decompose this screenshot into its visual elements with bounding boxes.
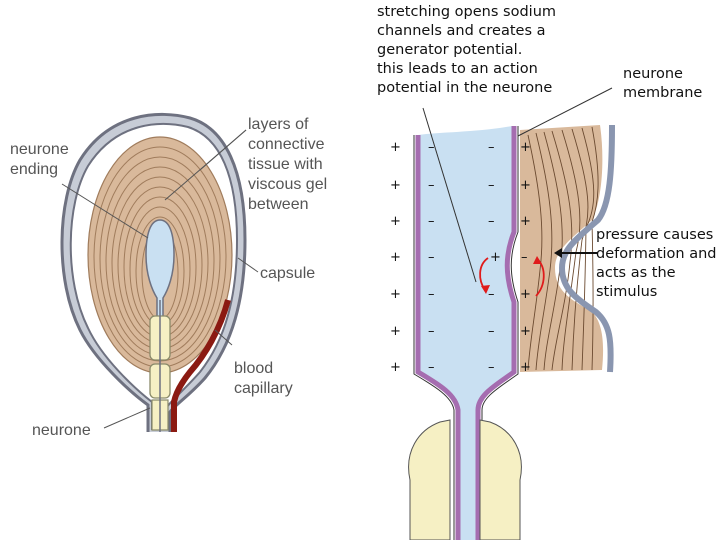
label-layers: layers of connective tissue with viscous… bbox=[248, 115, 327, 215]
membrane-left bbox=[415, 135, 461, 540]
charge-outer-right-7: + bbox=[520, 360, 531, 375]
label-stretching-line5: potential in the neurone bbox=[377, 80, 553, 96]
label-stretching-line3: generator potential. bbox=[377, 42, 523, 58]
tissue-lines bbox=[527, 126, 599, 371]
charge-outer-right-2: + bbox=[520, 178, 531, 193]
label-blood-capillary-line1: blood bbox=[234, 360, 274, 377]
label-pressure-line1: pressure causes bbox=[596, 227, 714, 243]
label-pressure: pressure causes deformation and acts as … bbox=[596, 226, 716, 302]
charge-inner-left-2: – bbox=[428, 178, 435, 193]
left-leader-lines bbox=[61, 129, 259, 429]
label-neurone-ending-line1: neurone bbox=[10, 141, 69, 158]
label-neurone-ending: neurone ending bbox=[10, 140, 69, 180]
charge-inner-right-2: – bbox=[488, 178, 495, 193]
charge-outer-3: + bbox=[390, 214, 401, 229]
charge-inner-left-7: – bbox=[428, 360, 435, 375]
charge-inner-right-5: – bbox=[488, 287, 495, 302]
label-blood-capillary-line2: capillary bbox=[234, 380, 293, 397]
charge-inner-right-6: – bbox=[488, 324, 495, 339]
label-layers-line3: tissue with bbox=[248, 156, 323, 173]
charge-inner-right-3: – bbox=[488, 214, 495, 229]
membrane-left-outline bbox=[413, 135, 455, 540]
label-layers-line2: connective bbox=[248, 136, 325, 153]
charge-outer-right-4: – bbox=[521, 250, 528, 265]
capsule-edge bbox=[558, 124, 615, 373]
sodium-arrow-right-head bbox=[533, 256, 542, 264]
label-blood-capillary: blood capillary bbox=[234, 359, 293, 399]
charge-outer-right-1: + bbox=[520, 140, 531, 155]
axon-interior bbox=[418, 126, 512, 540]
charges: + + + + + + + – – – – – – – – – – + – – … bbox=[390, 140, 531, 375]
label-stretching-line4: this leads to an action bbox=[377, 61, 538, 77]
label-stretching-line2: channels and creates a bbox=[377, 23, 546, 39]
label-layers-line5: between bbox=[248, 196, 309, 213]
charge-inner-left-1: – bbox=[428, 140, 435, 155]
charge-inner-left-6: – bbox=[428, 324, 435, 339]
label-pressure-line4: stimulus bbox=[596, 284, 658, 300]
label-layers-line1: layers of bbox=[248, 116, 309, 133]
charge-outer-right-6: + bbox=[520, 324, 531, 339]
stimulus-arrow-head bbox=[554, 248, 562, 258]
label-stretching: stretching opens sodium channels and cre… bbox=[377, 3, 556, 98]
neurone-body-right bbox=[479, 419, 522, 540]
label-stretching-line1: stretching opens sodium bbox=[377, 4, 557, 20]
charge-inner-right-7: – bbox=[488, 360, 495, 375]
label-neurone: neurone bbox=[32, 422, 91, 439]
charge-outer-4: + bbox=[390, 250, 401, 265]
charge-inner-left-3: – bbox=[428, 214, 435, 229]
sodium-arrow-left-head bbox=[481, 285, 490, 294]
charge-outer-right-3: + bbox=[520, 214, 531, 229]
label-layers-line4: viscous gel bbox=[248, 176, 328, 193]
membrane-right bbox=[475, 126, 517, 540]
charge-outer-5: + bbox=[390, 287, 401, 302]
neurone-stalk bbox=[149, 300, 171, 432]
charge-outer-2: + bbox=[390, 178, 401, 193]
label-capsule: capsule bbox=[260, 265, 316, 282]
charge-inner-right-1: – bbox=[488, 140, 495, 155]
leader-stretching bbox=[422, 107, 477, 283]
charge-outer-1: + bbox=[390, 140, 401, 155]
blood-capillary bbox=[171, 299, 231, 432]
leader-membrane bbox=[517, 87, 613, 137]
label-pressure-line3: acts as the bbox=[596, 265, 676, 281]
label-neurone-membrane-line2: membrane bbox=[623, 85, 703, 101]
membrane-right-outline bbox=[481, 126, 519, 540]
charge-outer-right-5: + bbox=[520, 287, 531, 302]
label-neurone-ending-line2: ending bbox=[10, 161, 59, 178]
charge-inner-left-4: – bbox=[428, 250, 435, 265]
label-neurone-membrane: neurone membrane bbox=[623, 65, 702, 103]
charge-outer-7: + bbox=[390, 360, 401, 375]
charge-outer-6: + bbox=[390, 324, 401, 339]
label-neurone-membrane-line1: neurone bbox=[623, 66, 683, 82]
label-pressure-line2: deformation and bbox=[596, 246, 717, 262]
charge-inner-left-5: – bbox=[428, 287, 435, 302]
neurone-body bbox=[408, 419, 451, 540]
charge-inner-right-4: + bbox=[490, 250, 501, 265]
